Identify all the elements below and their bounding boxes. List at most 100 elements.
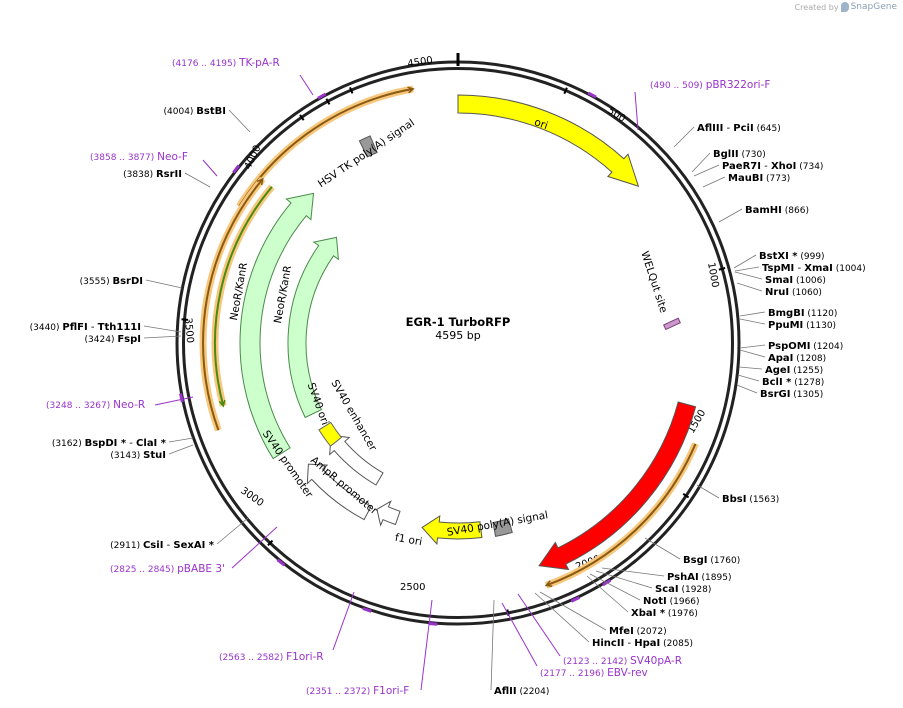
nrui-site-leader	[736, 282, 763, 292]
afliii-site-name: AflIII	[697, 123, 723, 134]
fspi-site-position: (3424)	[85, 335, 118, 345]
neo-r-primer-leader	[154, 396, 194, 406]
f1ori-r-primer-name: F1ori-R	[286, 651, 323, 663]
neo-f-primer-leader	[202, 159, 218, 177]
ebv-rev-primer-name: EBV-rev	[607, 667, 648, 679]
restriction-sites: AflIII - PciI (645)BglII (730)PaeR7I - X…	[30, 106, 866, 697]
tick-mark-2500	[267, 539, 274, 546]
bcli-site-name: BclI *	[762, 377, 792, 388]
noti-site-name: NotI	[643, 596, 667, 607]
bstbi-site-name: BstBI	[196, 106, 226, 117]
bspdi-site-label: (3162) BspDI * - ClaI *	[52, 438, 167, 449]
bbsi-site-label: BbsI (1563)	[722, 494, 779, 505]
ppumi-site-label: PpuMI (1130)	[768, 320, 836, 331]
credit-brand: SnapGene	[850, 2, 897, 12]
bglii-site-name: BglII	[713, 149, 739, 160]
bspdi-site-leader	[168, 437, 194, 443]
f1ori-r-primer-label: (2563 .. 2582) F1ori-R	[219, 651, 324, 663]
backbone	[175, 53, 741, 626]
f1ori-f-primer-range: (2351 .. 2372)	[306, 687, 373, 697]
tick-mark-1000	[718, 266, 726, 271]
tick-mark-4000	[349, 87, 354, 94]
neo-f-primer-name: Neo-F	[157, 151, 188, 163]
bsrdi-site-name: BsrDI	[112, 276, 143, 287]
xmai-site-name: XmaI	[804, 263, 833, 274]
bsgi-site-name: BsgI	[683, 555, 707, 566]
primers: (490 .. 509) pBR322ori-F(4176 .. 4195) T…	[46, 57, 770, 697]
bstxi-site-label: BstXI * (999)	[759, 251, 825, 262]
afliii-site-position: (645)	[754, 124, 781, 134]
hsv-tk-poly-a-signal-feature-block	[358, 135, 378, 158]
tspmi-site-leader	[734, 266, 760, 272]
neor-kanr-feature-arrow	[287, 236, 339, 419]
f1ori-r-primer-mark	[362, 607, 372, 613]
snapgene-logo-icon	[840, 2, 849, 12]
pbabe-3-primer-name: pBABE 3'	[177, 563, 225, 575]
hpai-site-name: HpaI	[634, 638, 660, 649]
xbai-site-name: XbaI *	[631, 608, 666, 619]
aflii-site-name: AflII	[494, 686, 517, 697]
pshai-site-leader	[601, 567, 665, 577]
pflfi-site-leader	[143, 325, 182, 333]
pbabe-3-primer-label: (2825 .. 2845) pBABE 3'	[110, 563, 225, 575]
f1ori-r-primer-range: (2563 .. 2582)	[219, 653, 286, 663]
pflfi-site-separator: -	[88, 322, 98, 333]
stui-site-label: (3143) StuI	[110, 450, 166, 461]
clai-site-name: ClaI *	[136, 438, 167, 449]
bglii-site-leader	[691, 152, 711, 173]
bstxi-site-position: (999)	[798, 252, 825, 262]
f1ori-f-primer-mark	[428, 622, 438, 626]
mfei-site-leader	[539, 591, 607, 631]
bglii-site-label: BglII (730)	[713, 149, 766, 160]
pcii-site-name: PciI	[733, 123, 753, 134]
afliii-site-leader	[673, 126, 695, 148]
bamhi-site-label: BamHI (866)	[745, 205, 809, 216]
rsrii-site-label: (3838) RsrII	[123, 169, 182, 180]
tick-label-4500: 4500	[407, 55, 434, 70]
noti-site-position: (1966)	[667, 597, 700, 607]
tick-mark-500	[563, 87, 568, 95]
ppumi-site-leader	[739, 318, 766, 325]
noti-site-leader	[589, 573, 641, 601]
credit-prefix: Created by	[794, 2, 839, 12]
agei-site-leader	[738, 366, 763, 370]
fspi-site-name: FspI	[117, 334, 141, 345]
tspmi-site-separator: -	[794, 263, 804, 274]
tk-pa-r-primer-mark	[317, 92, 327, 100]
rsrii-site-position: (3838)	[123, 170, 156, 180]
neo-r-primer-mark	[179, 393, 184, 403]
agei-site-position: (1255)	[790, 366, 823, 376]
stui-site-name: StuI	[143, 450, 166, 461]
tick-label-2500: 2500	[400, 582, 425, 593]
pshai-site-label: PshAI (1895)	[667, 572, 731, 583]
pbr322ori-f-primer-label: (490 .. 509) pBR322ori-F	[650, 79, 770, 91]
f1ori-f-primer-label: (2351 .. 2372) F1ori-F	[306, 685, 409, 697]
bmgbi-site-label: BmgBI (1120)	[768, 308, 837, 319]
bamhi-site-name: BamHI	[745, 205, 782, 216]
neo-f-primer-range: (3858 .. 3877)	[90, 153, 157, 163]
sexai-site-name: SexAI *	[173, 540, 214, 551]
tick-label-1000: 1000	[705, 262, 720, 289]
xbai-site-position: (1976)	[665, 609, 698, 619]
bbsi-site-name: BbsI	[722, 494, 746, 505]
tick-mark-3500	[299, 114, 305, 121]
bmgbi-site-position: (1120)	[805, 309, 838, 319]
hincii-site-position: (2085)	[660, 639, 693, 649]
afliii-site-label: AflIII - PciI (645)	[697, 123, 781, 134]
turborfp-feature-label: TurboRFP	[614, 423, 652, 470]
turbo-orf-orf-core	[545, 443, 697, 587]
tk-pa-r-primer-leader	[299, 74, 314, 96]
tspmi-site-label: TspMI - XmaI (1004)	[762, 263, 866, 274]
pbr322ori-f-primer-range: (490 .. 509)	[650, 81, 706, 91]
aflii-site-leader	[490, 599, 495, 691]
apai-site-label: ApaI (1208)	[768, 353, 826, 364]
sv40-ori-feature-block	[318, 421, 343, 447]
pspomi-site-label: PspOMI (1204)	[768, 341, 843, 352]
bcli-site-leader	[737, 374, 760, 382]
mfei-site-position: (2072)	[634, 627, 667, 637]
ebv-rev-primer-label: (2177 .. 2196) EBV-rev	[540, 667, 648, 679]
ampr-promoter-feature-arrow	[376, 500, 401, 527]
bbsi-site-position: (1563)	[746, 495, 779, 505]
bsgi-site-leader	[644, 537, 681, 560]
